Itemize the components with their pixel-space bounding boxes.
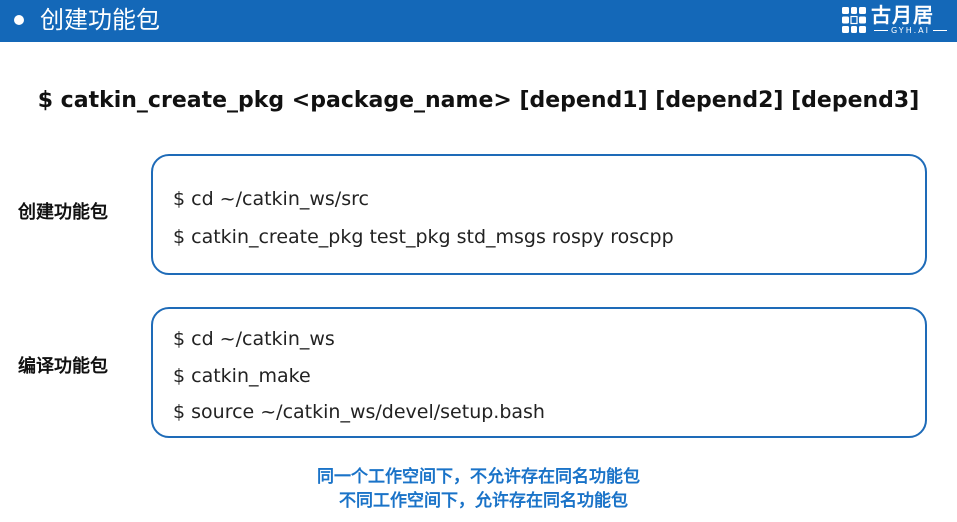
command-line: $ catkin_make bbox=[173, 365, 311, 387]
command-line: $ cd ~/catkin_ws bbox=[173, 328, 335, 350]
command-line: $ cd ~/catkin_ws/src bbox=[173, 188, 369, 210]
logo: 古月居 GYH.AI bbox=[841, 3, 949, 39]
command-syntax: $ catkin_create_pkg <package_name> [depe… bbox=[37, 88, 920, 113]
notes: 同一个工作空间下，不允许存在同名功能包 不同工作空间下，允许存在同名功能包 bbox=[0, 465, 957, 513]
logo-mark-icon bbox=[842, 7, 866, 33]
note-same-workspace: 同一个工作空间下，不允许存在同名功能包 bbox=[317, 467, 640, 487]
command-box-build: $ cd ~/catkin_ws $ catkin_make $ source … bbox=[151, 307, 927, 438]
logo-subtext: GYH.AI bbox=[871, 26, 947, 36]
logo-brand-text: 古月居 bbox=[871, 3, 934, 27]
bullet-icon bbox=[14, 15, 24, 25]
header-bar: 创建功能包 古月居 GYH.AI bbox=[0, 0, 957, 42]
section-label-create: 创建功能包 bbox=[18, 202, 108, 223]
command-line: $ source ~/catkin_ws/devel/setup.bash bbox=[173, 401, 545, 423]
page-title: 创建功能包 bbox=[40, 6, 160, 34]
note-different-workspace: 不同工作空间下，允许存在同名功能包 bbox=[339, 491, 628, 511]
command-line: $ catkin_create_pkg test_pkg std_msgs ro… bbox=[173, 226, 674, 248]
command-box-create: $ cd ~/catkin_ws/src $ catkin_create_pkg… bbox=[151, 154, 927, 275]
section-label-build: 编译功能包 bbox=[18, 356, 108, 377]
